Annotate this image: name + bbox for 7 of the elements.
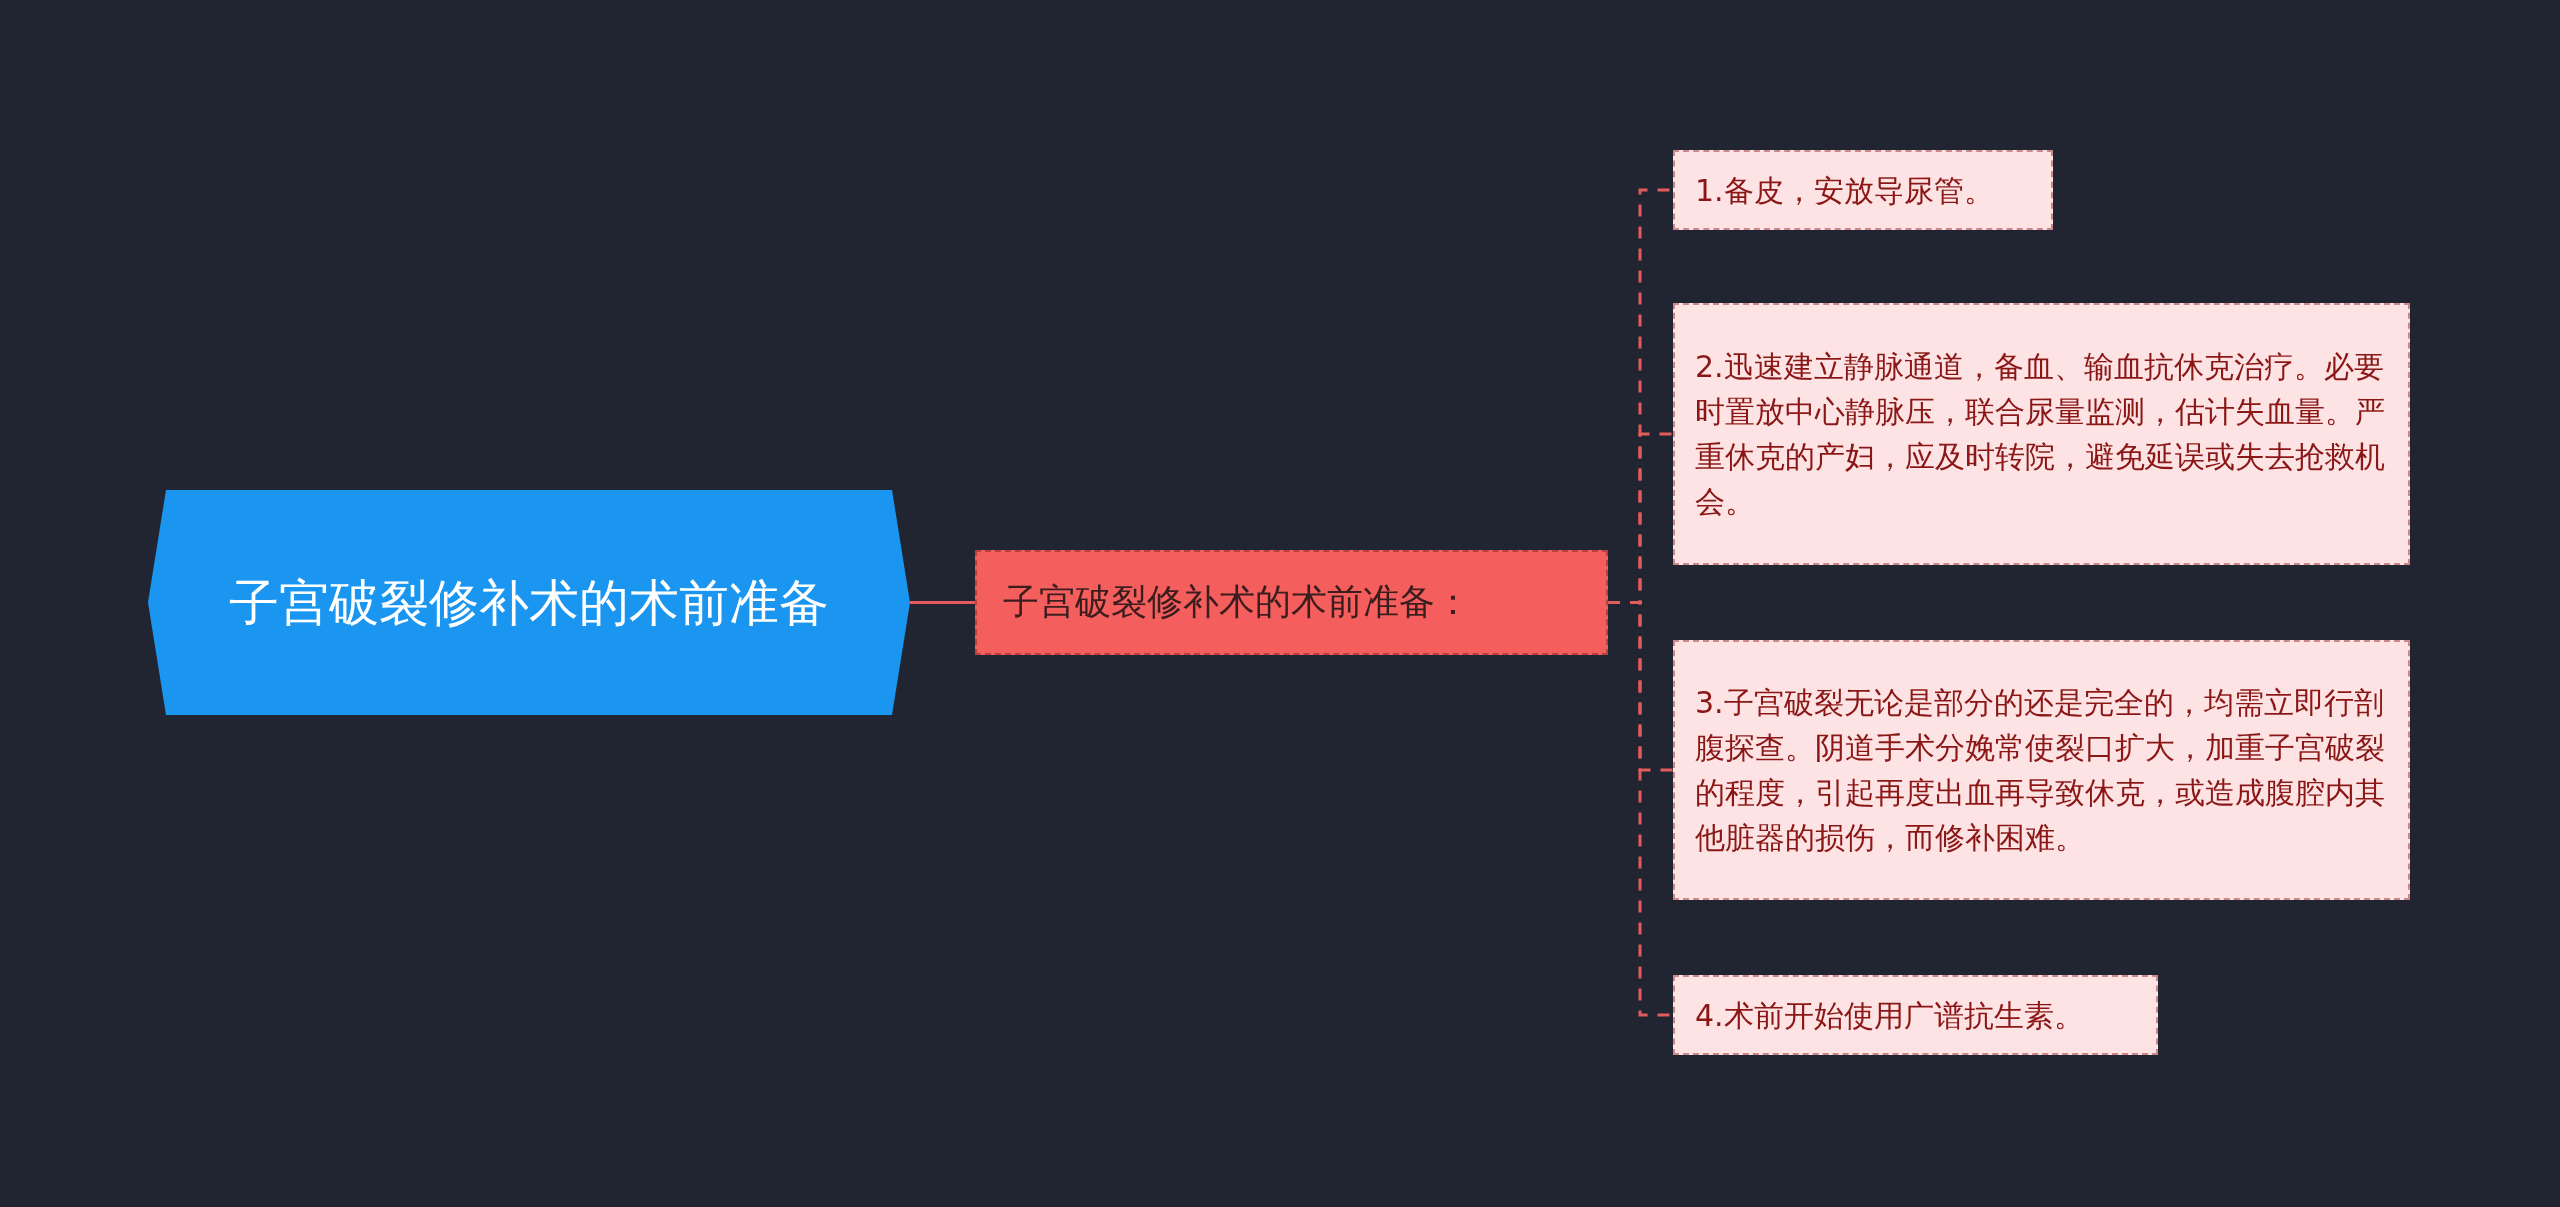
note-box: 3.子宫破裂无论是部分的还是完全的，均需立即行剖腹探查。阴道手术分娩常使裂口扩大，加重子宫破裂的程度，引起再度出血再导致休克，或造成腹腔内其他脏器的损伤，而修补困难。	[1673, 640, 2410, 900]
connector-line	[1608, 601, 1673, 1017]
connector-line	[910, 601, 975, 604]
note-box: 2.迅速建立静脉通道，备血、输血抗休克治疗。必要时置放中心静脉压，联合尿量监测，估计失血量。严重休克的产妇，应及时转院，避免延误或失去抢救机会。	[1673, 303, 2410, 565]
note-box: 4.术前开始使用广谱抗生素。	[1673, 975, 2158, 1055]
note-box: 1.备皮，安放导尿管。	[1673, 150, 2053, 230]
topic-box: 子宫破裂修补术的术前准备：	[975, 550, 1608, 655]
